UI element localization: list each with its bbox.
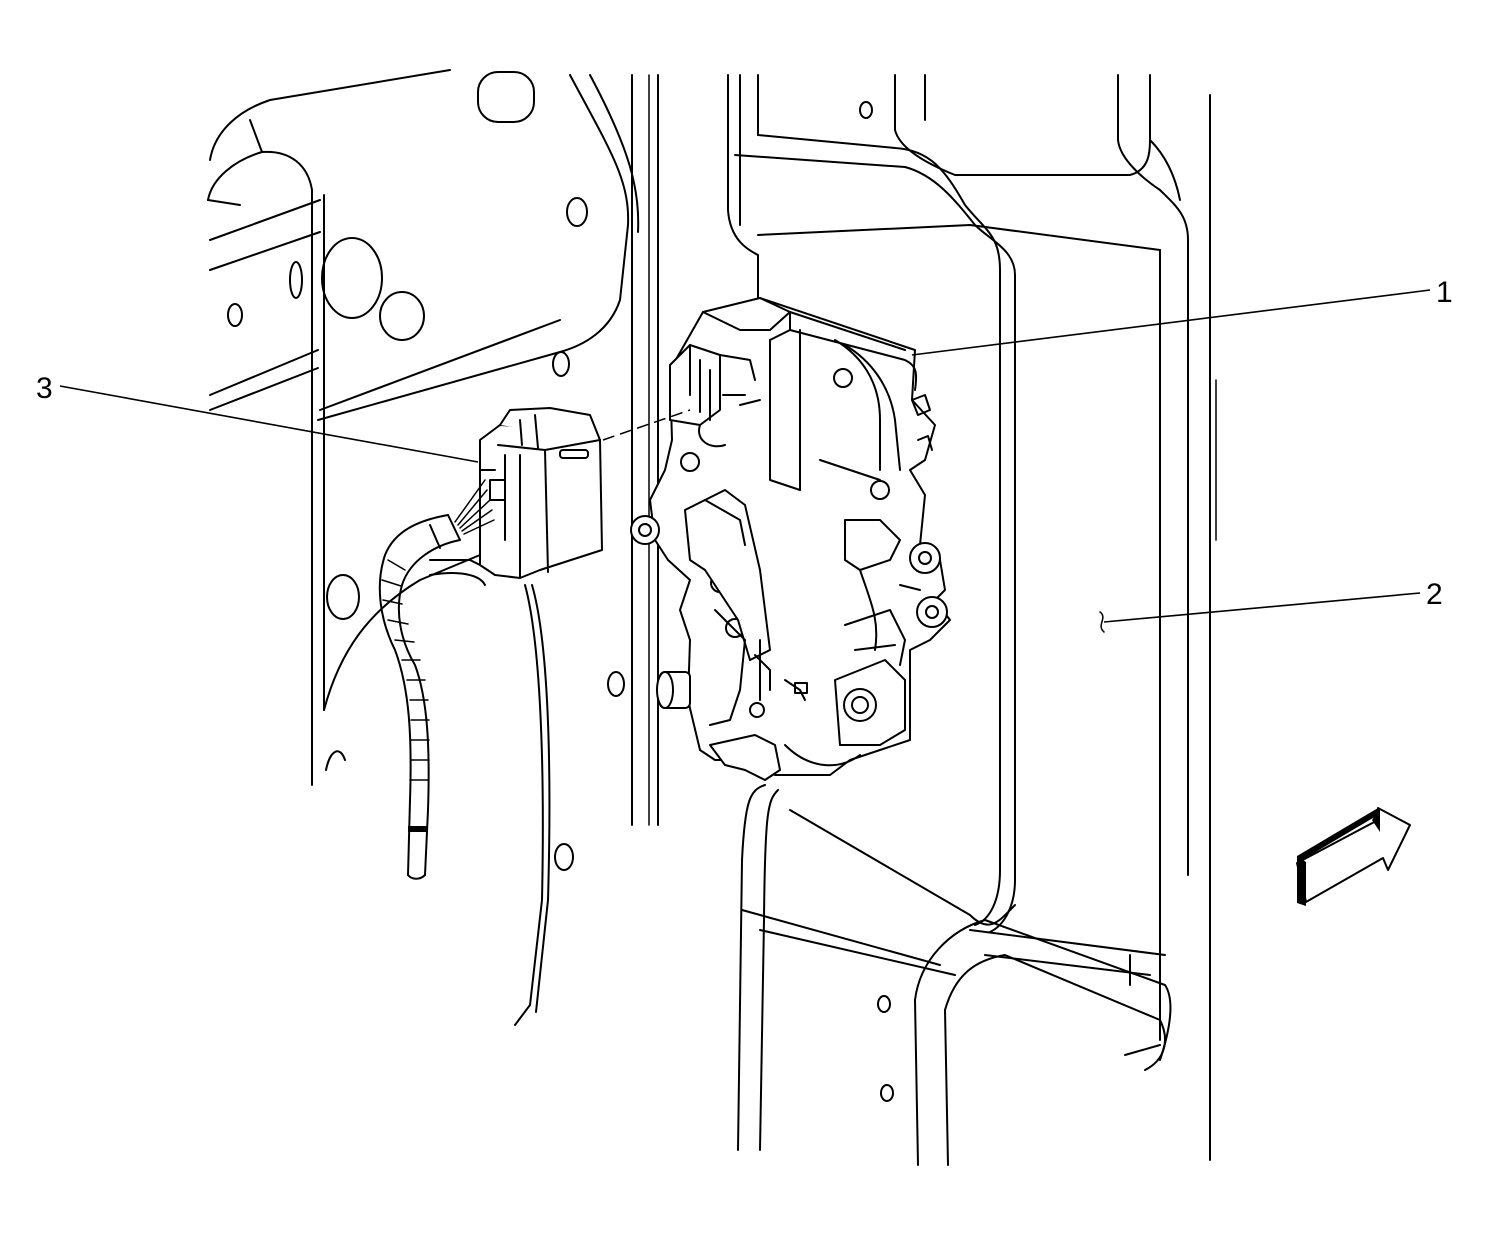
callout-1-label: 1 — [1436, 276, 1453, 309]
callout-2: 2 — [1103, 578, 1443, 623]
connector-alignment-line — [602, 409, 691, 441]
callout-2-leader — [1103, 592, 1421, 623]
callout-3-leader — [59, 385, 479, 463]
door-lock-actuator — [630, 297, 951, 781]
door-inner-panel-right — [727, 74, 1217, 1166]
callout-3-label: 3 — [36, 372, 53, 405]
electrical-connector — [378, 407, 603, 880]
callout-1: 1 — [911, 276, 1453, 356]
callout-1-leader — [911, 289, 1431, 356]
front-direction-arrow-icon — [1296, 807, 1411, 906]
callout-3: 3 — [36, 372, 479, 463]
callout-2-label: 2 — [1426, 578, 1443, 611]
door-inner-panel-left — [207, 69, 659, 1026]
